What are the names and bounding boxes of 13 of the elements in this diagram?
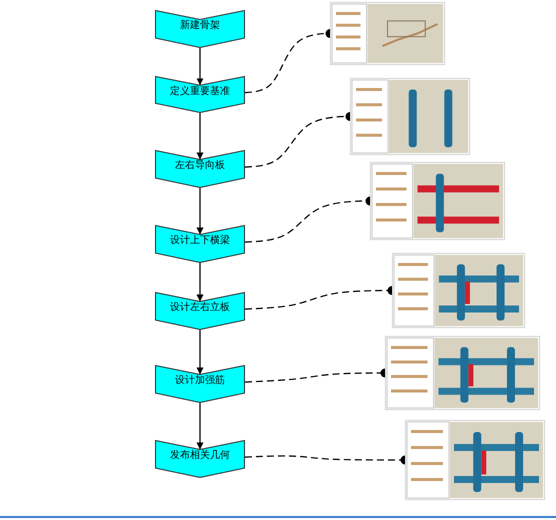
arrow	[196, 188, 204, 234]
arrow	[196, 330, 204, 374]
arrow	[196, 263, 204, 302]
step-label: 新建骨架	[180, 18, 220, 32]
arrow	[196, 48, 204, 86]
step-label: 设计加强筋	[175, 374, 225, 388]
step-label: 设计左右立板	[170, 300, 230, 314]
step-label: 发布相关几何	[170, 448, 230, 462]
step-label: 定义重要基准	[170, 84, 230, 98]
arrow	[196, 403, 204, 450]
step-label: 左右导向板	[175, 158, 225, 172]
arrow	[196, 113, 204, 160]
step-label: 设计上下横梁	[170, 234, 230, 248]
